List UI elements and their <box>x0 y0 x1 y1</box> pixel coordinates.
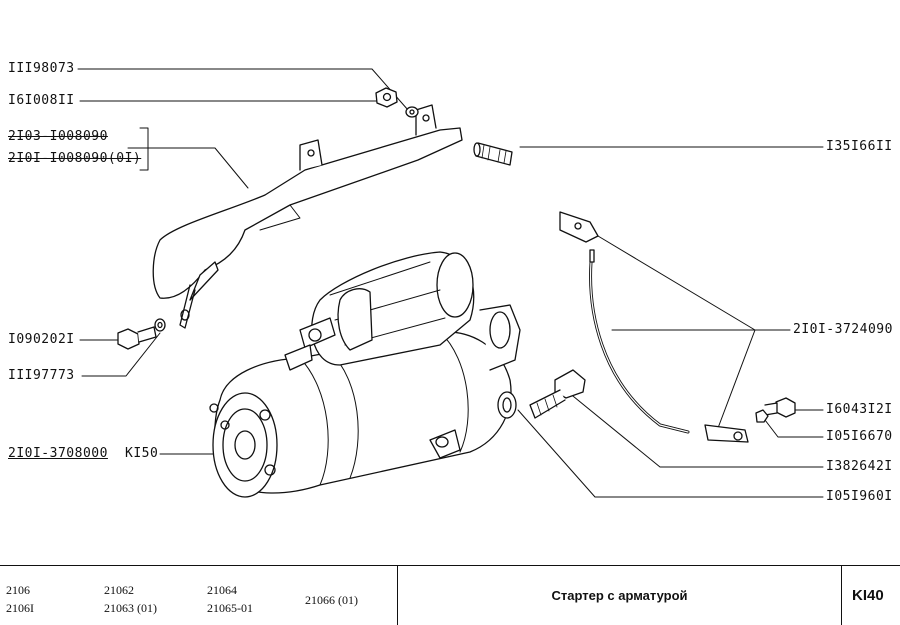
model-21063: 21063 (01) <box>104 601 157 615</box>
part-label-washer-right: I05I6670 <box>826 429 893 444</box>
title-block: 2106 2106I 21062 21063 (01) 21064 21065-… <box>0 565 900 625</box>
part-label-stud: I35I66II <box>826 139 893 154</box>
page-title: Стартер с арматурой <box>551 588 688 603</box>
part-label-screw: I382642I <box>826 459 893 474</box>
part-label-starter-ref: KI50 <box>125 446 159 461</box>
left-bolt-washer <box>117 318 166 350</box>
leader-lines <box>77 68 824 498</box>
model-21062: 21062 <box>104 583 134 597</box>
top-nut-washer <box>375 87 419 118</box>
part-label-washer-left: III97773 <box>8 368 75 383</box>
part-label-gasket: I05I960I <box>826 489 893 504</box>
wire-lead <box>559 211 749 443</box>
model-21066: 21066 (01) <box>305 593 358 607</box>
part-label-washer-top: I6I008II <box>8 93 75 108</box>
mounting-screw <box>529 369 586 419</box>
model-21065: 21065-01 <box>207 601 253 615</box>
gasket-ring <box>497 391 517 419</box>
part-label-bolt-right: I6043I2I <box>826 402 893 417</box>
starter-motor <box>209 251 521 498</box>
part-label-shield-a: 2I03-I008090 <box>8 129 108 144</box>
page-code: KI40 <box>852 587 884 604</box>
model-2106: 2106 <box>6 583 30 597</box>
part-label-wire: 2I0I-3724090 <box>793 322 893 337</box>
part-label-shield-b: 2I0I-I008090(0I) <box>8 151 142 166</box>
heat-shield <box>152 104 463 329</box>
model-21064: 21064 <box>207 583 237 597</box>
label-bracket <box>139 127 149 171</box>
starter-assembly-diagram <box>77 68 824 498</box>
stud <box>473 142 513 166</box>
part-label-starter-code: 2I0I-3708000 <box>8 446 108 461</box>
title-cell: Стартер с арматурой <box>397 566 842 625</box>
part-label-nut: III98073 <box>8 61 75 76</box>
right-bolt-washer <box>755 397 796 423</box>
part-label-bolt-left: I090202I <box>8 332 75 347</box>
model-2106I: 2106I <box>6 601 34 615</box>
